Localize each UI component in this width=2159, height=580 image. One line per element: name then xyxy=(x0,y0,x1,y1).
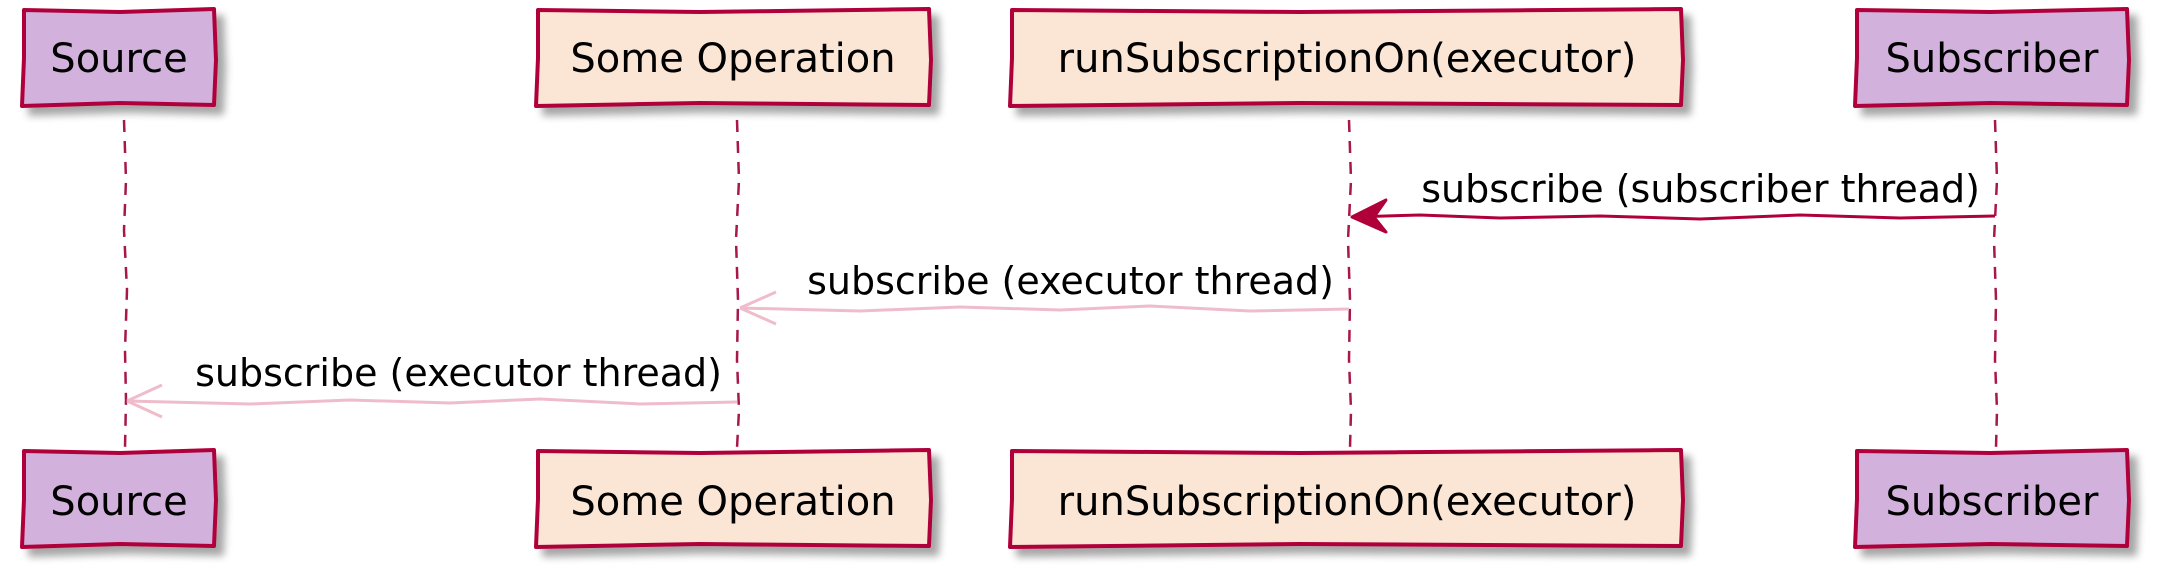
participant-source-top: Source xyxy=(20,7,218,108)
participant-run-subscription-on-top: runSubscriptionOn(executor) xyxy=(1008,7,1685,108)
message-subscribe-executor-thread-2: subscribe (executor thread) xyxy=(126,351,738,419)
lifeline-source xyxy=(122,119,129,449)
participant-label: Some Operation xyxy=(570,36,895,82)
message-subscribe-subscriber-thread: subscribe (subscriber thread) xyxy=(1350,167,1996,234)
lifeline-run-subscription-on xyxy=(1346,119,1353,449)
participant-some-operation-bottom: Some Operation xyxy=(534,448,933,549)
participant-label: runSubscriptionOn(executor) xyxy=(1058,36,1637,82)
participant-subscriber-bottom: Subscriber xyxy=(1853,448,2131,549)
participant-label: Some Operation xyxy=(570,479,895,525)
participant-label: runSubscriptionOn(executor) xyxy=(1058,479,1637,525)
participant-label: Source xyxy=(50,36,187,82)
participants-top: Source Some Operation runSubscriptionOn(… xyxy=(20,7,2131,108)
lifeline-some-operation xyxy=(734,119,741,449)
arrowhead-icon xyxy=(1350,198,1388,234)
participant-label: Source xyxy=(50,479,187,525)
message-label: subscribe (executor thread) xyxy=(807,259,1334,303)
participant-label: Subscriber xyxy=(1886,479,2100,525)
message-arrow-line xyxy=(1351,213,1996,221)
messages: subscribe (subscriber thread) subscribe … xyxy=(126,167,1996,419)
message-label: subscribe (subscriber thread) xyxy=(1421,167,1980,211)
participant-some-operation-top: Some Operation xyxy=(534,7,933,108)
message-subscribe-executor-thread-1: subscribe (executor thread) xyxy=(739,259,1350,326)
participant-label: Subscriber xyxy=(1886,36,2100,82)
lifeline-subscriber xyxy=(1992,119,1999,449)
lifelines xyxy=(122,119,1999,449)
message-arrow-line xyxy=(126,397,738,406)
arrowhead-icon xyxy=(126,383,163,419)
arrowhead-icon xyxy=(739,290,777,326)
message-label: subscribe (executor thread) xyxy=(195,351,722,395)
participants-bottom: Source Some Operation runSubscriptionOn(… xyxy=(20,448,2131,549)
participant-subscriber-top: Subscriber xyxy=(1853,7,2131,108)
message-arrow-line xyxy=(739,304,1350,313)
participant-run-subscription-on-bottom: runSubscriptionOn(executor) xyxy=(1008,448,1685,549)
participant-source-bottom: Source xyxy=(20,448,218,549)
